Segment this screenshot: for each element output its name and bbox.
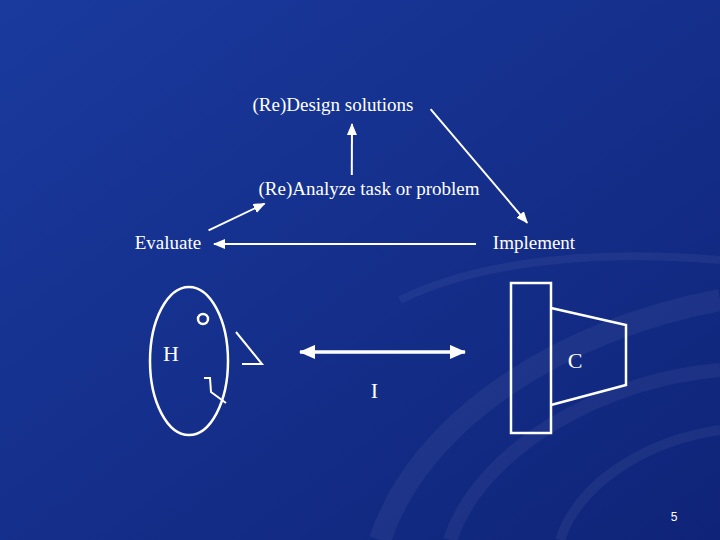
node-text: C [560,348,590,374]
nose [236,332,262,364]
process-step: Implement [484,232,584,256]
eye [198,314,208,324]
node-text: (Re)Analyze task or problem [246,178,492,201]
computer-base [511,283,551,433]
flow-arrow [300,350,465,354]
edge-label: I [360,378,390,404]
head-outline [150,287,228,435]
human-head: H [148,285,268,437]
flow-arrow [214,243,476,245]
flow-arrow [209,204,265,231]
node-text: H [156,341,186,367]
background-swirls [380,256,720,540]
swirl [560,430,720,540]
process-step: (Re)Analyze task or problem [246,178,492,202]
mouth [204,378,226,403]
node-text: Implement [484,232,584,255]
node-text: (Re)Design solutions [238,94,428,117]
process-step: Evaluate [126,232,210,256]
flow-arrow [431,109,528,223]
node-text: Evaluate [126,232,210,255]
computer-screen [551,308,626,405]
slide-number: 5 [664,510,684,524]
swirl [400,256,720,300]
computer-box: C [510,282,628,434]
flow-arrow [351,124,353,175]
process-step: (Re)Design solutions [238,94,428,118]
